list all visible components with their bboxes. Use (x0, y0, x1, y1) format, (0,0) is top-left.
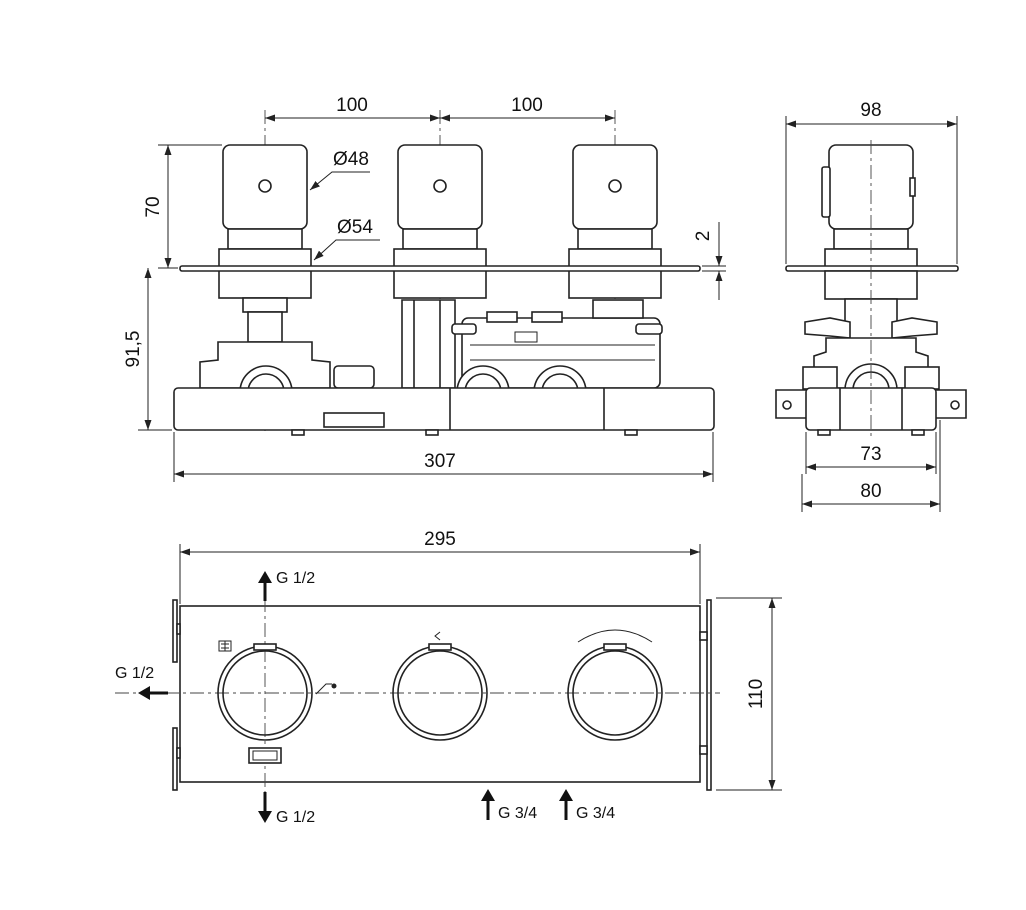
valve-opening-1 (217, 643, 313, 741)
dim-plate-height: 110 (746, 679, 767, 709)
valve-opening-3 (567, 643, 663, 741)
inlet-cold-label: G 3/4 (576, 805, 615, 822)
label-slot (248, 747, 282, 764)
dim-collar-diameter: Ø54 (337, 217, 373, 238)
spout-icon (315, 683, 337, 695)
front-view: 100 100 Ø48 Ø54 70 91,5 2 307 (123, 95, 726, 482)
dim-overall-length: 307 (424, 451, 456, 472)
dim-side-width-inner: 73 (860, 444, 881, 465)
outlet-top-label: G 1/2 (276, 570, 315, 587)
outlet-left: G 1/2 (115, 665, 168, 700)
plan-view: 295 110 G 1/2 G 1/2 G 1/2 G 3/4 (115, 529, 782, 826)
dim-spacing-right: 100 (511, 95, 543, 116)
inlet-cold: G 3/4 (559, 789, 615, 822)
base-rail-front (173, 387, 715, 436)
inlet-hot: G 3/4 (481, 789, 537, 822)
dim-knob-diameter: Ø48 (333, 149, 369, 170)
outlet-left-label: G 1/2 (115, 665, 154, 682)
dim-side-depth: 98 (860, 100, 881, 121)
side-view: 98 73 80 (775, 100, 967, 512)
outlet-bottom: G 1/2 (258, 792, 315, 826)
valve-opening-2 (392, 643, 488, 741)
dim-plate-thickness: 2 (693, 231, 714, 242)
flow-arc-icon (577, 629, 653, 643)
inlet-hot-label: G 3/4 (498, 805, 537, 822)
dim-side-width-outer: 80 (860, 481, 881, 502)
dim-knob-height: 70 (143, 196, 164, 217)
valve-knob-2 (393, 144, 487, 299)
dim-plate-length: 295 (424, 529, 456, 550)
dim-spacing-left: 100 (336, 95, 368, 116)
outlet-top: G 1/2 (258, 570, 315, 601)
outlet-bottom-label: G 1/2 (276, 809, 315, 826)
shower-icon (218, 640, 232, 652)
cover-plate-front (179, 265, 701, 272)
valve-knob-3 (568, 144, 662, 299)
dim-body-height: 91,5 (123, 331, 144, 368)
valve-knob-1 (218, 144, 312, 299)
temperature-mark-icon (434, 631, 441, 641)
